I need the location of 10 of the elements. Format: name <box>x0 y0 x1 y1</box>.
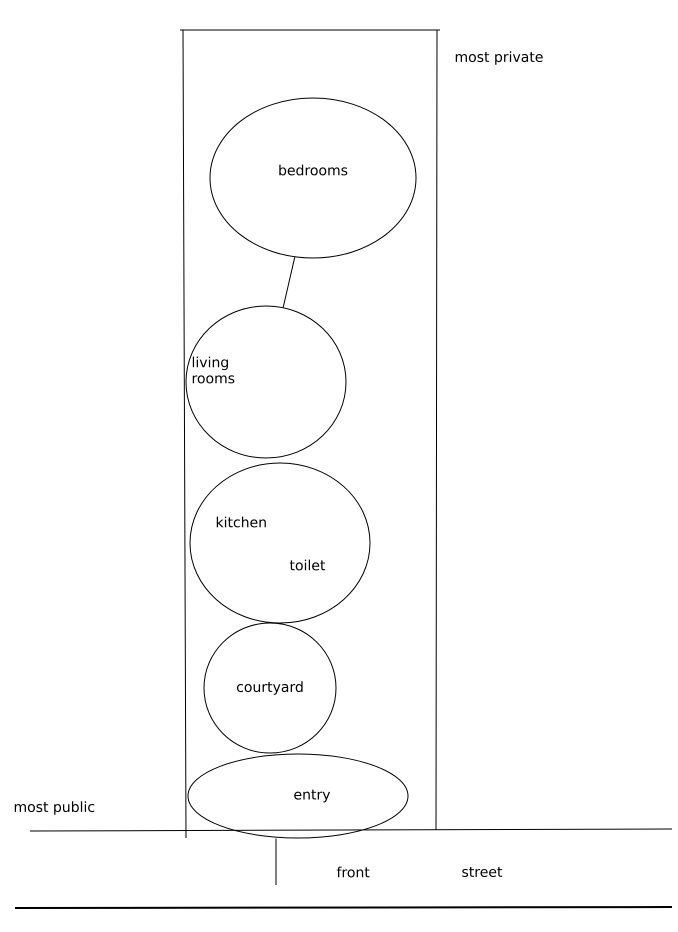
zone-label: front <box>336 866 370 878</box>
room-bubble: entry <box>188 754 408 838</box>
room-bubble: bedrooms <box>210 98 416 258</box>
zone-label: street <box>462 867 502 878</box>
room-bubble: kitchen toilet <box>190 462 370 624</box>
zone-label: most private <box>456 51 543 65</box>
connector-line <box>282 256 296 308</box>
room-bubble: living rooms <box>186 306 346 458</box>
zone-label: most public <box>14 801 94 815</box>
room-bubble: courtyard <box>204 622 336 754</box>
